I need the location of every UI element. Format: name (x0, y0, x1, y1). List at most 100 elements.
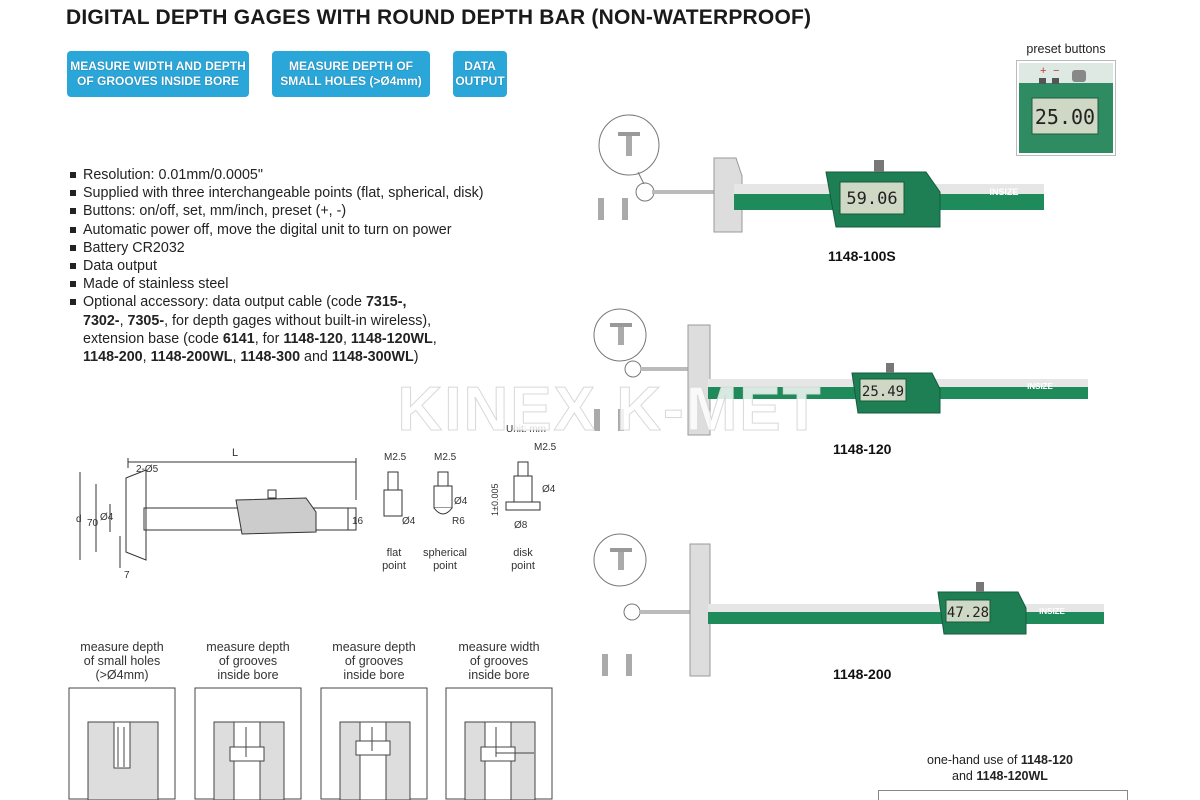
display-value: 47.28 (947, 605, 989, 621)
thread-spherical: M2.5 (434, 452, 457, 463)
model-label: 1148-100S (828, 248, 896, 264)
unit-label: Unit: mm (506, 424, 546, 435)
line: point (382, 560, 406, 572)
line: measure width (458, 640, 540, 654)
line: of grooves (469, 654, 529, 668)
watermark-logo: KINEX K-MET (397, 375, 823, 443)
brand-logo: INSIZE (1027, 382, 1053, 391)
text: ) (413, 349, 419, 366)
line: disk (513, 547, 533, 559)
badge-line: OF GROOVES INSIDE BORE (76, 74, 240, 88)
badge-line: MEASURE DEPTH OF (288, 59, 413, 73)
minus-label: − (1053, 65, 1059, 77)
feature-item: Resolution: 0.01mm/0.0005" (68, 166, 568, 184)
text: , (342, 330, 351, 347)
feature-list: Resolution: 0.01mm/0.0005" Supplied with… (68, 166, 568, 366)
brand-logo: INSIZE (989, 187, 1018, 197)
line: of grooves (218, 654, 278, 668)
code: 1148-200WL (150, 349, 233, 366)
model-label: 1148-120 (833, 441, 892, 457)
feature-item: Buttons: on/off, set, mm/inch, preset (+… (68, 202, 568, 220)
text: and (952, 769, 977, 783)
text: extension base (code (83, 330, 223, 347)
dim-7: 7 (124, 570, 130, 581)
dia-disk: Ø4 (542, 484, 556, 495)
preset-display: 25.00 (1035, 105, 1095, 129)
disk-height: 1±0.005 (490, 484, 500, 516)
feature-item: Data output (68, 257, 568, 275)
radius-spherical: R6 (452, 516, 465, 527)
product-image-1148-200: 47.28 INSIZE (593, 533, 1104, 677)
line: (>Ø4mm) (95, 668, 149, 682)
dim-d4: Ø4 (100, 512, 114, 523)
code: 1148-120WL (350, 330, 433, 347)
text: , (232, 349, 241, 366)
dia-flat: Ø4 (402, 516, 416, 527)
text: one-hand use of (927, 753, 1021, 767)
code: 7302- (83, 312, 120, 329)
preset-caption: preset buttons (1026, 42, 1106, 56)
line: of small holes (83, 654, 161, 668)
page-title: DIGITAL DEPTH GAGES WITH ROUND DEPTH BAR… (66, 6, 812, 29)
code: 1148-200 (83, 349, 143, 366)
onehand-caption: one-hand use of 1148-120 and 1148-120WL (880, 752, 1120, 784)
preset-buttons-image: + − 25.00 (1016, 60, 1116, 156)
feature-item: Made of stainless steel (68, 275, 568, 293)
display-value: 25.49 (862, 384, 904, 400)
code: 6141 (222, 330, 255, 347)
text: , for (254, 330, 284, 347)
product-image-1148-100S: 59.06 INSIZE (598, 114, 1044, 233)
feature-item: Battery CR2032 (68, 239, 568, 257)
onehand-image-frame (878, 790, 1128, 800)
code: 1148-120 (283, 330, 343, 347)
code: 1148-300WL (331, 349, 414, 366)
code: 7305- (127, 312, 165, 329)
technical-drawing: L 2-Ø5 d 70 Ø4 16 7 Unit: mm M2.5 Ø4 M2.… (76, 424, 557, 581)
feature-item: Supplied with three interchangeable poin… (68, 184, 568, 202)
line: point (511, 560, 535, 572)
text: Optional accessory: data output cable (c… (83, 294, 366, 311)
model-label: 1148-200 (833, 666, 892, 682)
code: 1148-120 (1020, 753, 1073, 767)
line: measure depth (80, 640, 164, 654)
badge-line: OUTPUT (455, 74, 505, 88)
line: spherical (422, 547, 468, 559)
dim-holes: 2-Ø5 (136, 464, 159, 475)
watermark-text: KINEX K-MET (398, 375, 823, 442)
badge-line: DATA (464, 59, 496, 73)
minus-button-icon (1052, 78, 1059, 84)
badge-line: MEASURE WIDTH AND DEPTH (70, 59, 246, 73)
plus-label: + (1040, 65, 1046, 77)
code: 1148-120WL (976, 769, 1048, 783)
product-image-1148-120: 25.49 INSIZE (593, 308, 1088, 436)
thread-disk: M2.5 (534, 442, 557, 453)
line: point (433, 560, 457, 572)
dim-16: 16 (352, 516, 364, 527)
badge-line: SMALL HOLES (>Ø4mm) (280, 74, 422, 88)
text: and (300, 349, 332, 366)
text: , (119, 312, 128, 329)
feature-item-accessory: Optional accessory: data output cable (c… (68, 293, 568, 366)
text: , (142, 349, 151, 366)
code: 7315-, (365, 294, 407, 311)
line: measure depth (332, 640, 416, 654)
line: inside bore (343, 668, 405, 682)
line: of grooves (344, 654, 404, 668)
line: inside bore (217, 668, 279, 682)
line: flat (386, 547, 402, 559)
dia-spherical: Ø4 (454, 496, 468, 507)
line: inside bore (468, 668, 530, 682)
knob-icon (1072, 70, 1086, 82)
feature-item: Automatic power off, move the digital un… (68, 221, 568, 239)
text: , for depth gages without built-in wirel… (164, 312, 432, 329)
